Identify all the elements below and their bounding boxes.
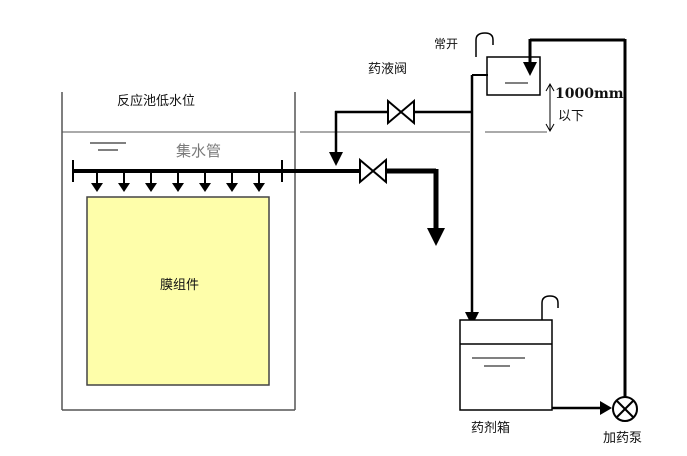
chemical-tank-label: 药剂箱 [471, 420, 510, 436]
normally-open-label: 常开 [434, 37, 458, 51]
water-surface-icon [90, 142, 126, 151]
chemical-tank-faucet-icon [541, 295, 559, 320]
outlet-valve-icon [359, 157, 387, 185]
outlet-pipe [385, 168, 445, 246]
dosing-pump-icon [612, 396, 638, 422]
dosing-pump-label: 加药泵 [603, 431, 642, 446]
membrane-module [86, 196, 270, 386]
dosing-valve-label: 药液阀 [368, 62, 407, 77]
height-below-label: 以下 [558, 109, 584, 124]
dosing-line [329, 110, 472, 166]
collector-pipe [72, 160, 360, 182]
tank-to-pump-line [552, 401, 612, 415]
header-tank-faucet-icon [475, 32, 494, 57]
collector-pipe-label: 集水管 [176, 142, 221, 160]
dosing-valve-icon [387, 98, 415, 126]
chemical-tank [459, 319, 553, 411]
pump-return-line [523, 38, 627, 398]
height-value-label: 1000mm [555, 86, 624, 102]
height-dimension [545, 82, 555, 133]
tank-low-level-label: 反应池低水位 [117, 93, 195, 109]
drip-arrows [91, 173, 265, 192]
reaction-tank [61, 92, 296, 411]
membrane-module-label: 膜组件 [160, 278, 199, 293]
header-outlet-pipe [465, 74, 488, 326]
